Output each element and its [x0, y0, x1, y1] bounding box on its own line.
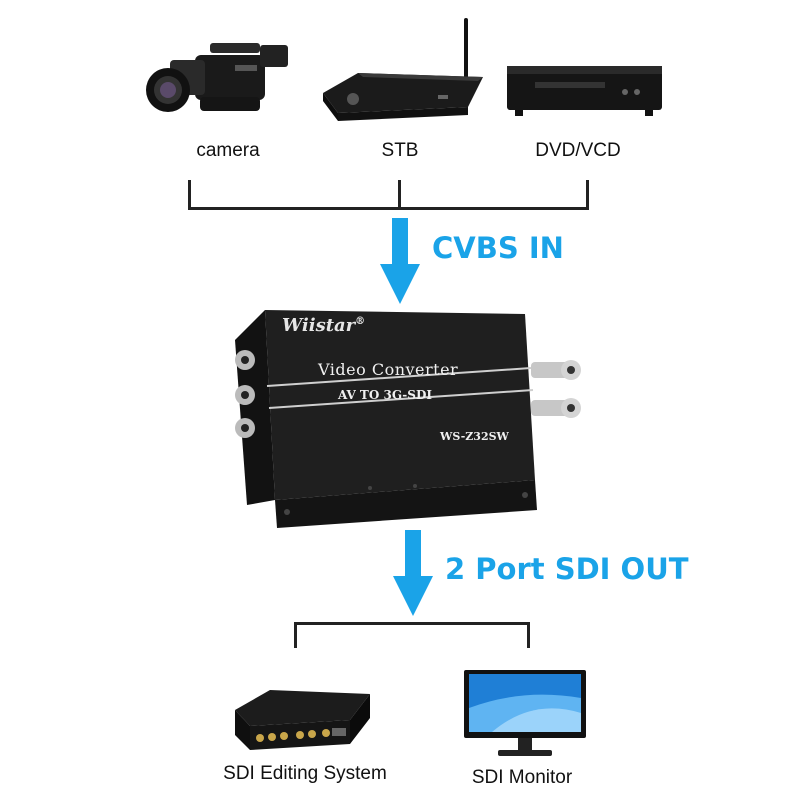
input-label-camera: camera: [196, 140, 260, 161]
converter-brand-name: Wiistar: [282, 315, 356, 336]
converter-subtitle: AV TO 3G-SDI: [338, 388, 432, 402]
output-label-sdi-monitor: SDI Monitor: [471, 767, 573, 788]
down-arrow-icon: [380, 218, 420, 304]
sdi-editing-system-icon: [235, 690, 370, 750]
output-connector-left: [294, 622, 297, 648]
video-converter-device: [235, 310, 581, 528]
output-connector-bar: [294, 622, 530, 625]
video-camera-icon: [146, 43, 288, 112]
down-arrow-icon: [393, 530, 433, 616]
output-connector-right: [527, 622, 530, 648]
input-connector-bar: [188, 207, 589, 210]
monitor-icon: [464, 670, 586, 756]
input-connector-right: [586, 180, 589, 210]
converter-brand: Wiistar®: [282, 315, 365, 336]
input-label-stb: STB: [381, 140, 419, 161]
input-connector-left: [188, 180, 191, 210]
converter-title: Video Converter: [318, 360, 459, 379]
input-flow-label: CVBS IN: [432, 231, 564, 265]
set-top-box-icon: [323, 18, 483, 121]
input-connector-middle: [398, 180, 401, 210]
converter-model: WS-Z32SW: [440, 430, 509, 443]
output-flow-label: 2 Port SDI OUT: [445, 552, 689, 586]
registered-mark: ®: [355, 316, 366, 327]
dvd-player-icon: [507, 66, 662, 116]
input-label-dvd-vcd: DVD/VCD: [535, 140, 621, 161]
output-label-sdi-editing-system: SDI Editing System: [223, 763, 387, 784]
